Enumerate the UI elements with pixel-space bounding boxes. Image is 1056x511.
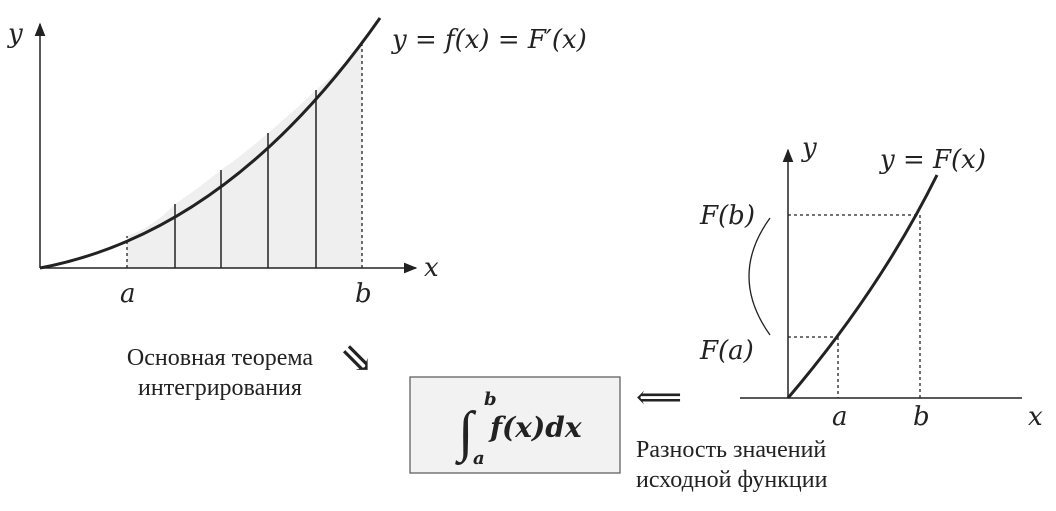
right-tick-a: a: [832, 402, 848, 432]
integral-box: ∫ b a f(x)dx: [409, 376, 621, 474]
theorem-caption-line1: Основная теорема: [126, 345, 314, 371]
left-y-label: y: [7, 19, 23, 49]
left-tick-b: b: [355, 279, 372, 309]
right-value-Fb: F(b): [699, 201, 755, 231]
difference-caption-line2: исходной функции: [636, 467, 828, 493]
difference-brace: [748, 217, 771, 336]
left-curve: [39, 17, 382, 270]
left-tick-a: a: [120, 279, 136, 309]
left-shaded-area: [127, 44, 362, 268]
left-graph: y x a b y = f(x) = F′(x): [7, 17, 587, 309]
theorem-caption-line2: интегрирования: [138, 375, 302, 401]
right-tick-b: b: [913, 402, 930, 432]
integral-upper-limit: b: [484, 389, 497, 410]
left-curve-label: y = f(x) = F′(x): [391, 25, 587, 55]
right-graph: y y = F(x) F(b) F(a) a b x: [699, 133, 1043, 432]
difference-caption-line1: Разность значений: [636, 437, 827, 463]
down-right-arrow: ⇘: [340, 336, 374, 381]
left-x-label: x: [424, 253, 439, 283]
left-double-arrow: ⟸: [636, 379, 682, 415]
right-curve: [786, 174, 939, 399]
integral-lower-limit: a: [473, 448, 485, 469]
integral-integrand: f(x)dx: [488, 411, 582, 444]
right-value-Fa: F(a): [699, 336, 754, 366]
right-curve-label: y = F(x): [879, 145, 986, 175]
integral-box-frame: [409, 376, 621, 474]
difference-caption: Разность значений исходной функции: [636, 435, 916, 495]
right-y-label: y: [801, 133, 817, 163]
right-x-label: x: [1028, 402, 1043, 432]
theorem-caption: Основная теорема интегрирования: [90, 343, 350, 403]
integral-sign: ∫: [455, 401, 477, 466]
